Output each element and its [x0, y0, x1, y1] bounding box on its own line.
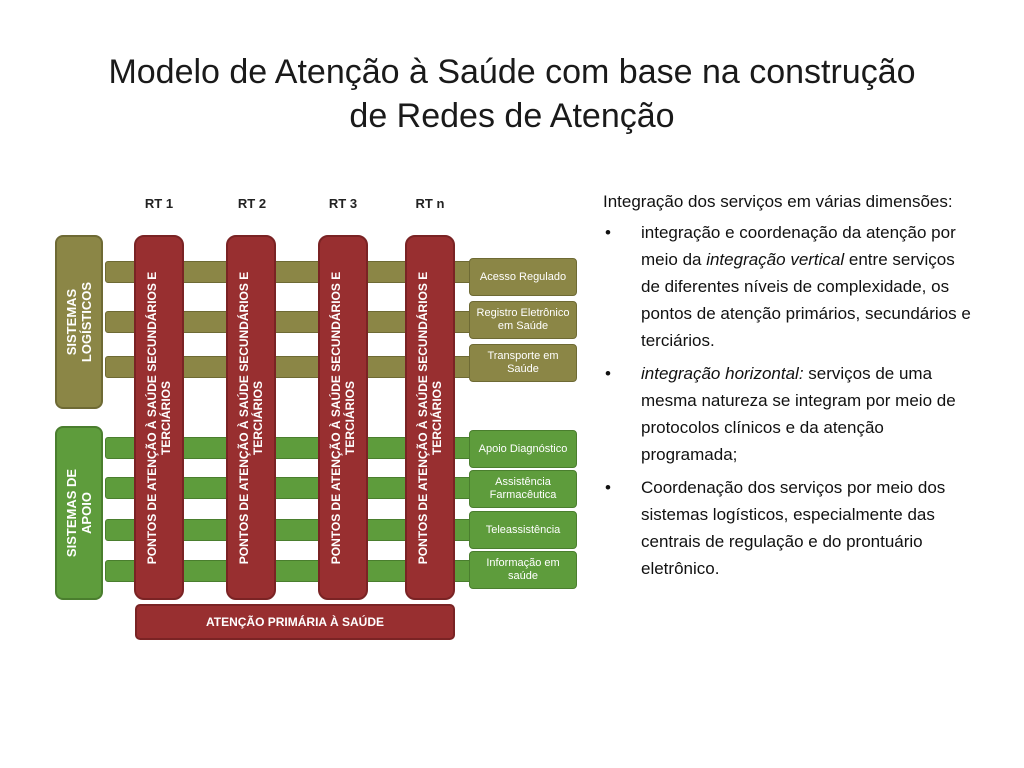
column-text-line1: PONTOS DE ATENÇÃO À SAÚDE SECUNDÁRIOS E: [145, 271, 160, 564]
bullet-vertical: • integração e coordenação da atenção por…: [603, 219, 973, 354]
bullet-dot: •: [605, 478, 611, 497]
health-network-diagram: RT 1 RT 2 RT 3 RT n SISTEMAS LOGÍSTICOS …: [55, 196, 577, 640]
title-line-2: de Redes de Atenção: [349, 97, 675, 135]
column-text-line1: PONTOS DE ATENÇÃO À SAÚDE SECUNDÁRIOS E: [237, 271, 252, 564]
bullet-1-emphasis: integração vertical: [706, 250, 845, 269]
rt-label-2: RT 2: [237, 196, 267, 211]
sistemas-logisticos-line1: SISTEMAS: [64, 288, 80, 356]
rt-label-n: RT n: [415, 196, 445, 211]
bullet-dot: •: [605, 223, 611, 242]
acesso-regulado-box: Acesso Regulado: [469, 258, 577, 296]
bullet-2-emphasis: integração horizontal:: [641, 364, 804, 383]
registro-eletronico-box: Registro Eletrônico em Saúde: [469, 301, 577, 339]
rt-label-1: RT 1: [144, 196, 174, 211]
rtn-column: PONTOS DE ATENÇÃO À SAÚDE SECUNDÁRIOS E …: [405, 235, 455, 600]
intro-text: Integração dos serviços em várias dimens…: [603, 192, 953, 211]
transporte-saude-box: Transporte em Saúde: [469, 344, 577, 382]
sistemas-apoio-line2: APOIO: [79, 492, 94, 534]
sistemas-logisticos-line2: LOGÍSTICOS: [79, 281, 95, 363]
teleassistencia-box: Teleassistência: [469, 511, 577, 549]
column-text-line2: TERCIÁRIOS: [343, 380, 358, 455]
column-text-line1: PONTOS DE ATENÇÃO À SAÚDE SECUNDÁRIOS E: [329, 271, 344, 564]
bullet-3-text: Coordenação dos serviços por meio dos si…: [641, 478, 946, 578]
atencao-primaria-bar: ATENÇÃO PRIMÁRIA À SAÚDE: [135, 604, 455, 640]
bullet-1-pre: integração e coordenação da atenção por …: [641, 223, 956, 269]
bullet-coordination: • Coordenação dos serviços por meio dos s…: [603, 474, 973, 582]
sistemas-logisticos-block: SISTEMAS LOGÍSTICOS: [55, 235, 103, 409]
bullet-1-post: entre serviços de diferentes níveis de c…: [641, 250, 971, 350]
bullet-list: • integração e coordenação da atenção por…: [603, 219, 973, 582]
title-line-1: Modelo de Atenção à Saúde com base na co…: [108, 53, 916, 91]
column-text-line1: PONTOS DE ATENÇÃO À SAÚDE SECUNDÁRIOS E: [416, 271, 431, 564]
apoio-diagnostico-box: Apoio Diagnóstico: [469, 430, 577, 468]
rt-label-3: RT 3: [328, 196, 358, 211]
bullet-horizontal: • integração horizontal: serviços de uma …: [603, 360, 973, 468]
sistemas-apoio-line1: SISTEMAS DE: [64, 468, 79, 558]
bullet-dot: •: [605, 364, 611, 383]
sistemas-apoio-block: SISTEMAS DE APOIO: [55, 426, 103, 600]
rt1-column: PONTOS DE ATENÇÃO À SAÚDE SECUNDÁRIOS E …: [134, 235, 184, 600]
rt2-column: PONTOS DE ATENÇÃO À SAÚDE SECUNDÁRIOS E …: [226, 235, 276, 600]
rt3-column: PONTOS DE ATENÇÃO À SAÚDE SECUNDÁRIOS E …: [318, 235, 368, 600]
column-text-line2: TERCIÁRIOS: [251, 380, 266, 455]
text-panel: Integração dos serviços em várias dimens…: [603, 188, 973, 588]
column-text-line2: TERCIÁRIOS: [159, 380, 174, 455]
assistencia-farmaceutica-box: Assistência Farmacêutica: [469, 470, 577, 508]
bullet-2-post: serviços de uma mesma natureza se integr…: [641, 364, 956, 464]
informacao-saude-box: Informação em saúde: [469, 551, 577, 589]
column-text-line2: TERCIÁRIOS: [430, 380, 445, 455]
slide-title: Modelo de Atenção à Saúde com base na co…: [40, 50, 984, 138]
